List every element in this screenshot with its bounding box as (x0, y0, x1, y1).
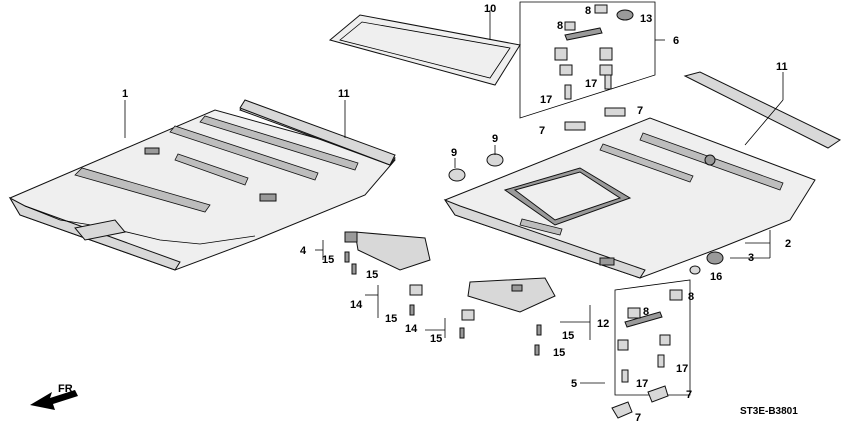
front-direction-arrow: FR. (30, 383, 78, 410)
callout-8-top: 8 (585, 5, 591, 17)
callout-15-f: 15 (553, 347, 565, 359)
callout-14-a: 14 (350, 299, 363, 311)
callout-8-bottom-b: 8 (688, 291, 694, 303)
callout-12: 12 (597, 318, 609, 330)
sunroof-seal (328, 14, 521, 86)
callout-7-d: 7 (635, 412, 641, 424)
sun-visor-right (467, 277, 556, 313)
callout-3: 3 (748, 252, 754, 264)
callout-8-bottom-a: 8 (643, 306, 649, 318)
callout-16: 16 (710, 271, 722, 283)
callout-7-a: 7 (637, 105, 643, 117)
callout-8-top-left: 8 (557, 20, 563, 32)
callout-15-c: 15 (385, 313, 397, 325)
callout-17-a: 17 (585, 78, 597, 90)
callout-4: 4 (300, 245, 307, 257)
diagram-code: ST3E-B3801 (740, 406, 798, 417)
callout-15-b: 15 (366, 269, 378, 281)
callout-7-b: 7 (539, 125, 545, 137)
callout-10: 10 (484, 3, 496, 15)
callout-labels: 1 11 10 11 6 8 8 13 17 17 7 7 9 9 2 3 16… (122, 3, 791, 424)
hardware (344, 1, 724, 419)
callout-5: 5 (571, 378, 577, 390)
callout-17-c: 17 (676, 363, 688, 375)
callout-17-b: 17 (540, 94, 552, 106)
callout-7-c: 7 (686, 389, 692, 401)
callout-15-e: 15 (562, 330, 574, 342)
callout-15-d: 15 (430, 333, 442, 345)
headliner-left (8, 103, 396, 271)
callout-2: 2 (785, 238, 791, 250)
callout-9-a: 9 (451, 147, 457, 159)
callout-14-b: 14 (405, 323, 418, 335)
leader-lines (124, 10, 784, 384)
callout-17-d: 17 (636, 378, 648, 390)
callout-15-a: 15 (322, 254, 334, 266)
front-label: FR. (58, 383, 76, 395)
callout-13: 13 (640, 13, 652, 25)
callout-1: 1 (122, 88, 128, 100)
side-rail-right (683, 71, 842, 149)
headliner-right (443, 117, 816, 279)
sun-visor-left (344, 231, 431, 271)
callout-11-right: 11 (776, 61, 788, 73)
callout-11-left: 11 (338, 88, 350, 100)
callout-9-b: 9 (492, 133, 498, 145)
callout-6: 6 (673, 35, 679, 47)
